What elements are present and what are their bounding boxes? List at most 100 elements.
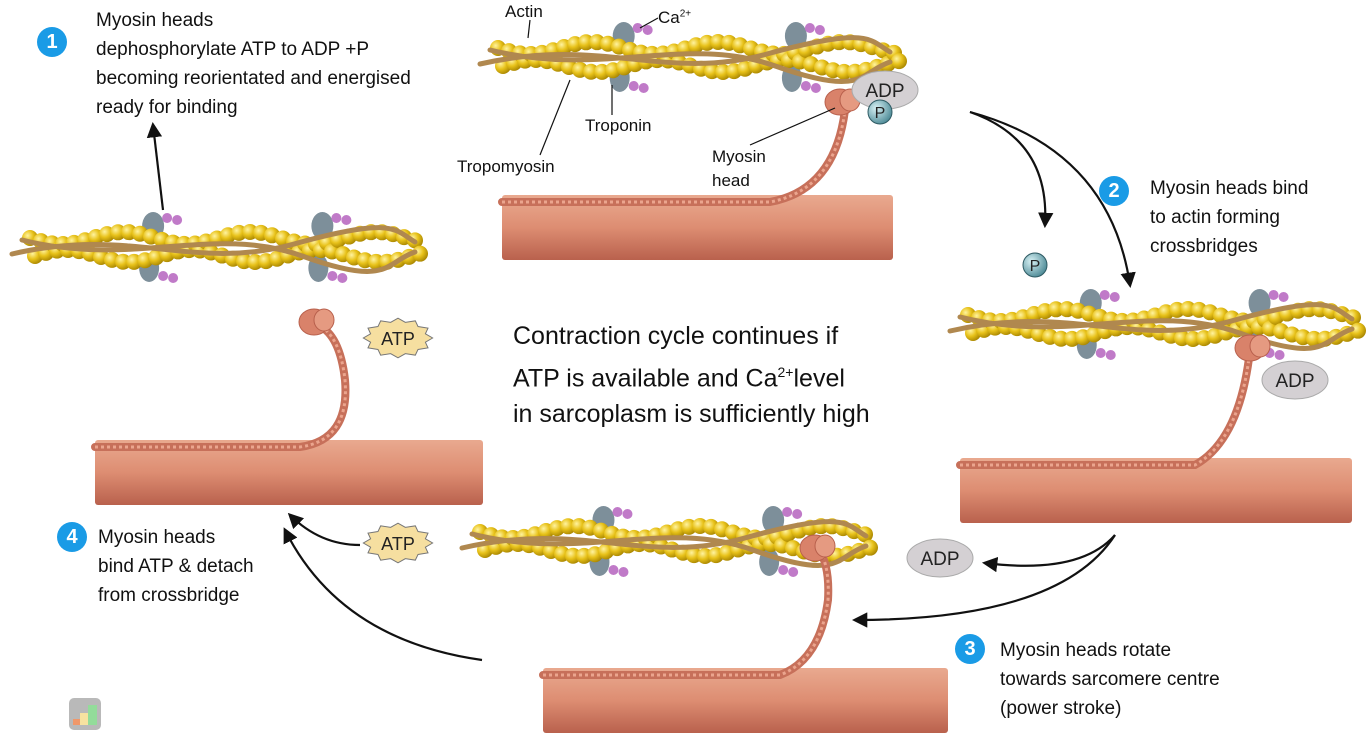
myosin-neck xyxy=(91,321,350,451)
tropomyosin-strand xyxy=(947,302,1355,334)
cycle-arrow xyxy=(283,527,483,662)
calcium-ion xyxy=(1099,290,1110,300)
adp-molecule xyxy=(1261,360,1329,400)
actin-filament xyxy=(947,289,1366,360)
step-3-text: Myosin heads rotate towards sarcomere ce… xyxy=(1000,636,1220,723)
cycle-arrow xyxy=(851,534,1116,628)
atp-label: ATP xyxy=(381,534,415,554)
calcium-ion xyxy=(632,23,643,33)
actin-monomer xyxy=(110,224,126,241)
actin-monomer xyxy=(578,34,594,51)
step-number-2: 2 xyxy=(1099,176,1129,206)
calcium-label: Ca2+ xyxy=(658,8,691,28)
calcium-ion xyxy=(788,567,799,577)
step-line: becoming reorientated and energised xyxy=(96,68,411,89)
actin-filament xyxy=(9,212,428,283)
step-1-text: Myosin heads dephosphorylate ATP to ADP … xyxy=(96,6,411,122)
calcium-text: Ca xyxy=(658,8,680,27)
actin-monomer xyxy=(891,53,907,70)
step-line: to actin forming xyxy=(1150,207,1280,228)
caption-text: level xyxy=(793,364,845,393)
calcium-ion xyxy=(782,507,793,517)
thick-filament xyxy=(543,668,948,733)
calcium-ion xyxy=(331,213,342,223)
calcium-ion xyxy=(608,565,619,575)
calcium-ion xyxy=(622,509,633,519)
tropomyosin-strand xyxy=(957,314,1355,351)
phosphate xyxy=(867,99,893,125)
myosin-neck-texture xyxy=(960,349,1252,467)
calcium-ion xyxy=(162,213,173,223)
leader-line xyxy=(749,107,836,146)
calcium-ion xyxy=(327,271,338,281)
atp-molecule xyxy=(362,522,434,564)
step-number-4: 4 xyxy=(57,522,87,552)
calcium-ion xyxy=(168,273,179,283)
step-number-1: 1 xyxy=(37,27,67,57)
calcium-ion xyxy=(814,25,825,35)
step-line: ready for binding xyxy=(96,97,238,118)
myosin-neck xyxy=(498,106,849,206)
calcium-ion xyxy=(1105,350,1116,360)
calcium-ion xyxy=(612,507,623,517)
calcium-ion xyxy=(1268,290,1279,300)
step-line: crossbridges xyxy=(1150,236,1258,257)
actin-label: Actin xyxy=(505,2,543,21)
step-line: Myosin heads rotate xyxy=(1000,640,1172,661)
phosphate-label: P xyxy=(875,105,886,122)
calcium-ion xyxy=(810,83,821,93)
calcium-ion xyxy=(337,273,348,283)
actin-monomer xyxy=(412,245,428,262)
phosphate xyxy=(1022,252,1048,278)
caption-superscript: 2+ xyxy=(777,364,794,380)
calcium-ion xyxy=(1274,350,1285,360)
thick-filament xyxy=(95,440,483,505)
calcium-ion xyxy=(172,215,183,225)
myosin-neck-texture xyxy=(502,109,847,204)
myosin-head xyxy=(1249,334,1271,358)
tropomyosin-strand xyxy=(477,35,893,67)
actin-monomer xyxy=(115,253,131,270)
step-line: bind ATP & detach xyxy=(98,556,254,577)
calcium-ion xyxy=(642,25,653,35)
cycle-arrow xyxy=(969,110,1136,289)
caption-line: Contraction cycle continues if xyxy=(513,322,839,350)
tropomyosin-strand xyxy=(469,531,869,568)
calcium-ion xyxy=(618,567,629,577)
calcium-ion xyxy=(800,81,811,91)
myosin-head xyxy=(814,534,836,558)
calcium-ion xyxy=(1278,292,1289,302)
caption-text: ATP is available and Ca xyxy=(513,364,778,393)
actin-monomer xyxy=(1053,330,1069,347)
step-line: towards sarcomere centre xyxy=(1000,669,1220,690)
actin-monomer xyxy=(1048,301,1064,318)
phosphate-label: P xyxy=(1030,258,1041,275)
step-2-text: Myosin heads bind to actin forming cross… xyxy=(1150,174,1308,261)
adp-label: ADP xyxy=(920,549,959,570)
calcium-ion xyxy=(778,565,789,575)
center-caption: Contraction cycle continues if ATP is av… xyxy=(513,318,870,432)
myosin-neck xyxy=(956,346,1254,469)
leader-line xyxy=(639,17,659,29)
cycle-arrow xyxy=(969,110,1054,229)
step-number-3: 3 xyxy=(955,634,985,664)
actin-monomer xyxy=(560,518,576,535)
tropomyosin-strand xyxy=(19,237,418,274)
step-line: Myosin heads bind xyxy=(1150,178,1309,199)
calcium-ion xyxy=(158,271,169,281)
step-line: from crossbridge xyxy=(98,585,240,606)
actin-monomer xyxy=(1350,322,1366,339)
cycle-arrow xyxy=(146,121,165,211)
cycle-arrow xyxy=(981,534,1116,573)
step-line: (power stroke) xyxy=(1000,698,1122,719)
tropomyosin-label: Tropomyosin xyxy=(457,157,555,176)
calcium-ion xyxy=(341,215,352,225)
troponin-label: Troponin xyxy=(585,116,652,135)
atp-label: ATP xyxy=(381,329,415,349)
step-line: Myosin heads xyxy=(96,10,214,31)
atp-molecule xyxy=(362,317,434,359)
myosin-head-label-line: Myosin xyxy=(712,147,766,166)
step-line: dephosphorylate ATP to ADP +P xyxy=(96,39,370,60)
